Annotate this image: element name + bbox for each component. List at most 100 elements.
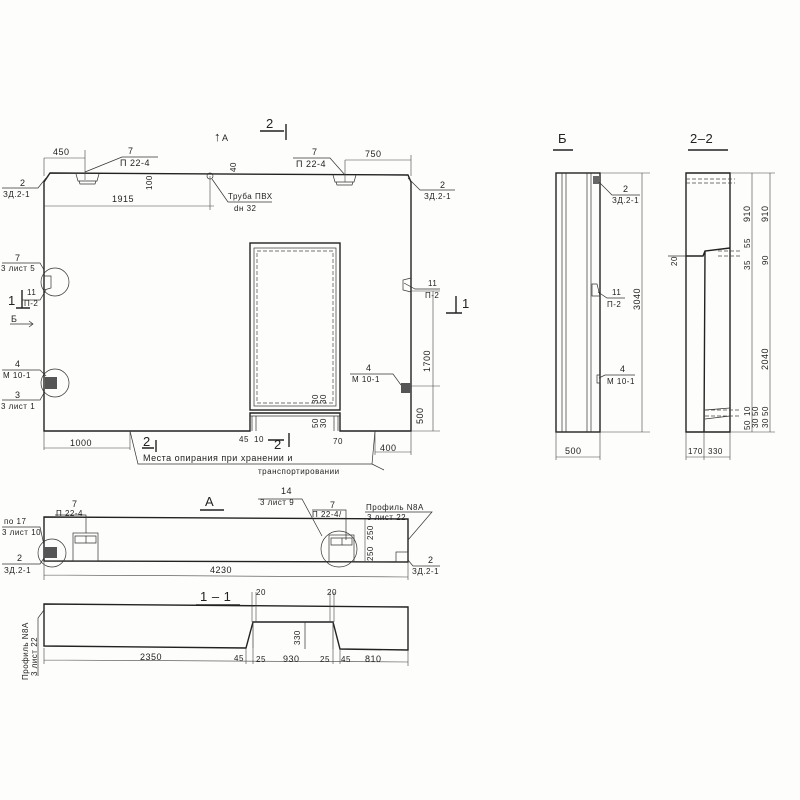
dim-2-2-50b: 50: [751, 406, 760, 416]
section-1-1-dim-20-lines: [251, 592, 335, 622]
dim-1-1-330: 330: [293, 630, 302, 645]
dim-1-1-25a: 25: [256, 655, 266, 664]
section-1-1-inner: [252, 622, 334, 649]
dim-1915: 1915: [112, 194, 134, 204]
dim-2-2-50a: 50: [743, 420, 752, 430]
dim-1-1-45a: 45: [234, 654, 244, 663]
plan-a-loop-right-detail: [330, 537, 353, 546]
dim-30c: 30: [319, 418, 328, 428]
plan-a-loop-right-num: 7: [330, 500, 336, 510]
view-b-dim-500: 500: [565, 446, 582, 456]
plan-a-loop-left-ref: П 22-4: [56, 509, 83, 518]
lifting-loop-right: [332, 174, 357, 186]
plan-a-dim-length-line: [43, 562, 409, 580]
plan-a-node-left-ref: 3 лист 10: [2, 528, 41, 537]
dim-1-1-810: 810: [365, 654, 382, 664]
dim-100: 100: [145, 175, 154, 190]
plan-a-leader-profile: [365, 511, 433, 541]
dim-70: 70: [333, 437, 343, 446]
section-1-1: 1 – 1 20 20 330 2350 45 25 930 25 45 810…: [21, 588, 409, 680]
section-1-1-profile-ref: 3 лист 22: [30, 637, 39, 676]
dim-2-2-330: 330: [708, 447, 723, 456]
callout-embed-right-ref: ЗД.2-1: [424, 192, 451, 201]
plan-a-leader-node: [258, 498, 323, 537]
dim-1-1-45b: 45: [341, 655, 351, 664]
lug-left: [43, 275, 52, 291]
leader-node-bottom-left: [2, 392, 45, 401]
view-b-lug: [591, 283, 601, 297]
section-1-1-profile-num: Профиль N8А: [21, 622, 30, 680]
callout-embed-left-num: 2: [20, 178, 26, 188]
section-1-1-dim-lines: [43, 648, 409, 666]
plan-a-embed-right: [395, 551, 409, 563]
view-b-outline: [555, 172, 601, 433]
section-2-2-dim-lines: [730, 172, 775, 433]
section-2-2-hidden-lines: [686, 178, 740, 417]
dim-1000: 1000: [70, 438, 92, 448]
section-arrow-2-door: [268, 433, 290, 447]
plan-a-detail-circle-right: [320, 530, 358, 568]
dim-1-1-930: 930: [283, 654, 300, 664]
dim-450: 450: [53, 147, 70, 157]
view-b-leader-embed: [598, 181, 640, 196]
dim-2-2-10: 10: [743, 406, 752, 416]
leader-plate-right: [350, 373, 402, 386]
dim-500: 500: [415, 407, 425, 424]
plan-a-loop-left: [72, 532, 99, 562]
leader-embed-right: [407, 177, 455, 191]
dim-2-2-170: 170: [688, 447, 703, 456]
plan-a-dim-250b: 250: [366, 546, 375, 561]
callout-loop-left-ref: П 22-4: [120, 158, 150, 168]
dim-line-400: [374, 431, 412, 455]
lug-right: [402, 277, 412, 293]
view-arrow-a: ↑: [214, 129, 221, 144]
leader-loop-left: [84, 156, 158, 173]
section-2-2: 2–2 910 910 55 35 90 20 2040 50 10 30 50…: [668, 131, 775, 460]
callout-plate-right-num: 4: [366, 363, 372, 373]
section-mark-2-top: 2: [266, 116, 274, 131]
dim-2-2-910b: 910: [760, 205, 770, 222]
view-b-embed-ref: ЗД.2-1: [612, 196, 639, 205]
callout-loop-right-ref: П 22-4: [296, 159, 326, 169]
callout-lug-left-ref: П-2: [24, 299, 38, 308]
dim-1-1-25b: 25: [320, 655, 330, 664]
view-b-embed-num: 2: [623, 184, 629, 194]
callout-loop-left-num: 7: [128, 146, 134, 156]
leader-lug-left: [22, 289, 47, 301]
view-b-leader-plate: [598, 374, 635, 379]
section-2-2-title: 2–2: [690, 131, 713, 146]
plan-a-embed-left-ref: ЗД.2-1: [4, 566, 31, 575]
leader-pipe: [211, 178, 272, 203]
dim-50: 50: [311, 418, 320, 428]
door-sill: [250, 415, 340, 431]
section-1-1-leader-profile: [37, 609, 45, 676]
dim-line-1915: [44, 176, 214, 210]
view-b-lug-ref: П-2: [607, 300, 621, 309]
plan-a-node-num: 14: [281, 486, 292, 496]
dim-30a: 30: [311, 394, 320, 404]
dim-line-right: [411, 290, 440, 432]
plan-a-node-ref: 3 лист 9: [260, 498, 294, 507]
view-b-leader-lug: [597, 291, 625, 299]
dim-line-750: [344, 155, 412, 182]
support-note-line2: транспортировании: [258, 467, 340, 476]
detail-circle-top: [40, 267, 70, 297]
callout-lug-right-ref: П-2: [425, 291, 439, 300]
view-b-plate-num: 4: [620, 364, 626, 374]
view-b-dim-3040: 3040: [632, 288, 642, 310]
plan-a-dim-250a: 250: [366, 525, 375, 540]
dim-2-2-90: 90: [761, 255, 770, 265]
callout-lug-right-num: 11: [428, 279, 437, 288]
leader-loop-right: [293, 157, 346, 176]
section-mark-2-door: 2: [274, 437, 282, 452]
view-b-edges: [561, 173, 592, 432]
plan-a-leader-loop-right: [312, 509, 347, 540]
dim-2-2-30a: 30: [751, 418, 760, 428]
door-opening: [249, 242, 341, 411]
callout-node-top-ref: 3 лист 5: [1, 264, 35, 273]
plan-a-loop-right: [328, 534, 355, 563]
lifting-loop-left: [75, 173, 100, 185]
callout-embed-left-ref: ЗД.2-1: [3, 190, 30, 199]
view-b: Б 3040 500 2 ЗД.2-1 11 П-2 4 М 10-1: [553, 131, 650, 460]
